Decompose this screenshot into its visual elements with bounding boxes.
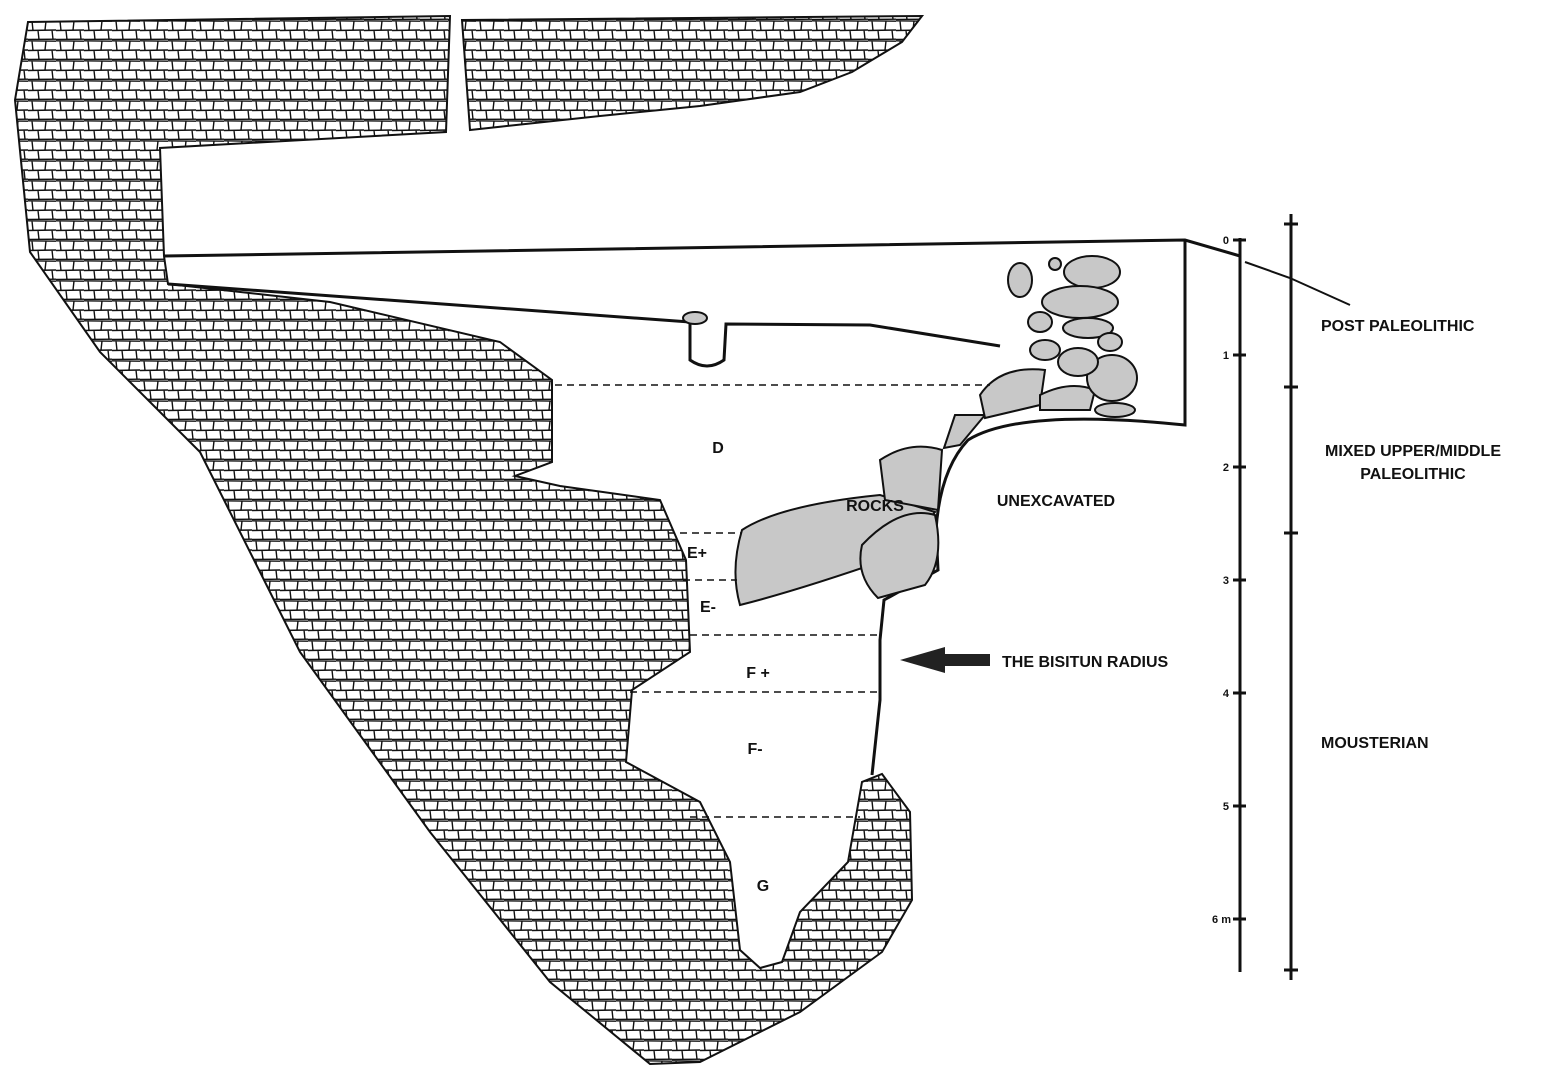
ground-surface: [1244, 261, 1351, 306]
arrow-icon: [900, 647, 990, 673]
layer-d-label: D: [712, 440, 724, 457]
layer-boundaries: [555, 384, 990, 818]
unexcavated-label: UNEXCAVATED: [997, 493, 1115, 510]
small-stone: [682, 311, 708, 325]
period-scale: [1284, 214, 1298, 980]
layer-e-minus-label: E-: [700, 599, 716, 616]
layer-g-label: G: [757, 878, 769, 895]
scale-tick-4: 4: [1223, 688, 1230, 700]
rocks-label: ROCKS: [846, 498, 904, 515]
rocks-group: [734, 255, 1138, 607]
scale-tick-1: 1: [1223, 350, 1229, 362]
cave-ceiling-line: [163, 238, 1241, 258]
layer-e-plus-label: E+: [687, 545, 707, 562]
period-mixed-line2: PALEOLITHIC: [1360, 466, 1466, 483]
period-post-paleolithic: POST PALEOLITHIC: [1321, 318, 1475, 335]
layer-f-plus-label: F +: [746, 665, 770, 682]
scale-tick-5: 5: [1223, 801, 1229, 813]
bisitun-radius-label: THE BISITUN RADIUS: [1002, 654, 1169, 671]
layer-f-minus-label: F-: [747, 741, 762, 758]
period-mousterian: MOUSTERIAN: [1321, 735, 1429, 752]
period-mixed-line1: MIXED UPPER/MIDDLE: [1325, 443, 1501, 460]
bedrock-top-right: [460, 14, 925, 132]
depth-scale: [1233, 238, 1246, 972]
scale-tick-0: 0: [1223, 235, 1229, 247]
scale-tick-2: 2: [1223, 462, 1229, 474]
scale-tick-3: 3: [1223, 575, 1229, 587]
bedrock-left: [13, 14, 914, 1066]
trench-top-line: [167, 282, 1001, 368]
scale-tick-6: 6 m: [1212, 914, 1231, 926]
